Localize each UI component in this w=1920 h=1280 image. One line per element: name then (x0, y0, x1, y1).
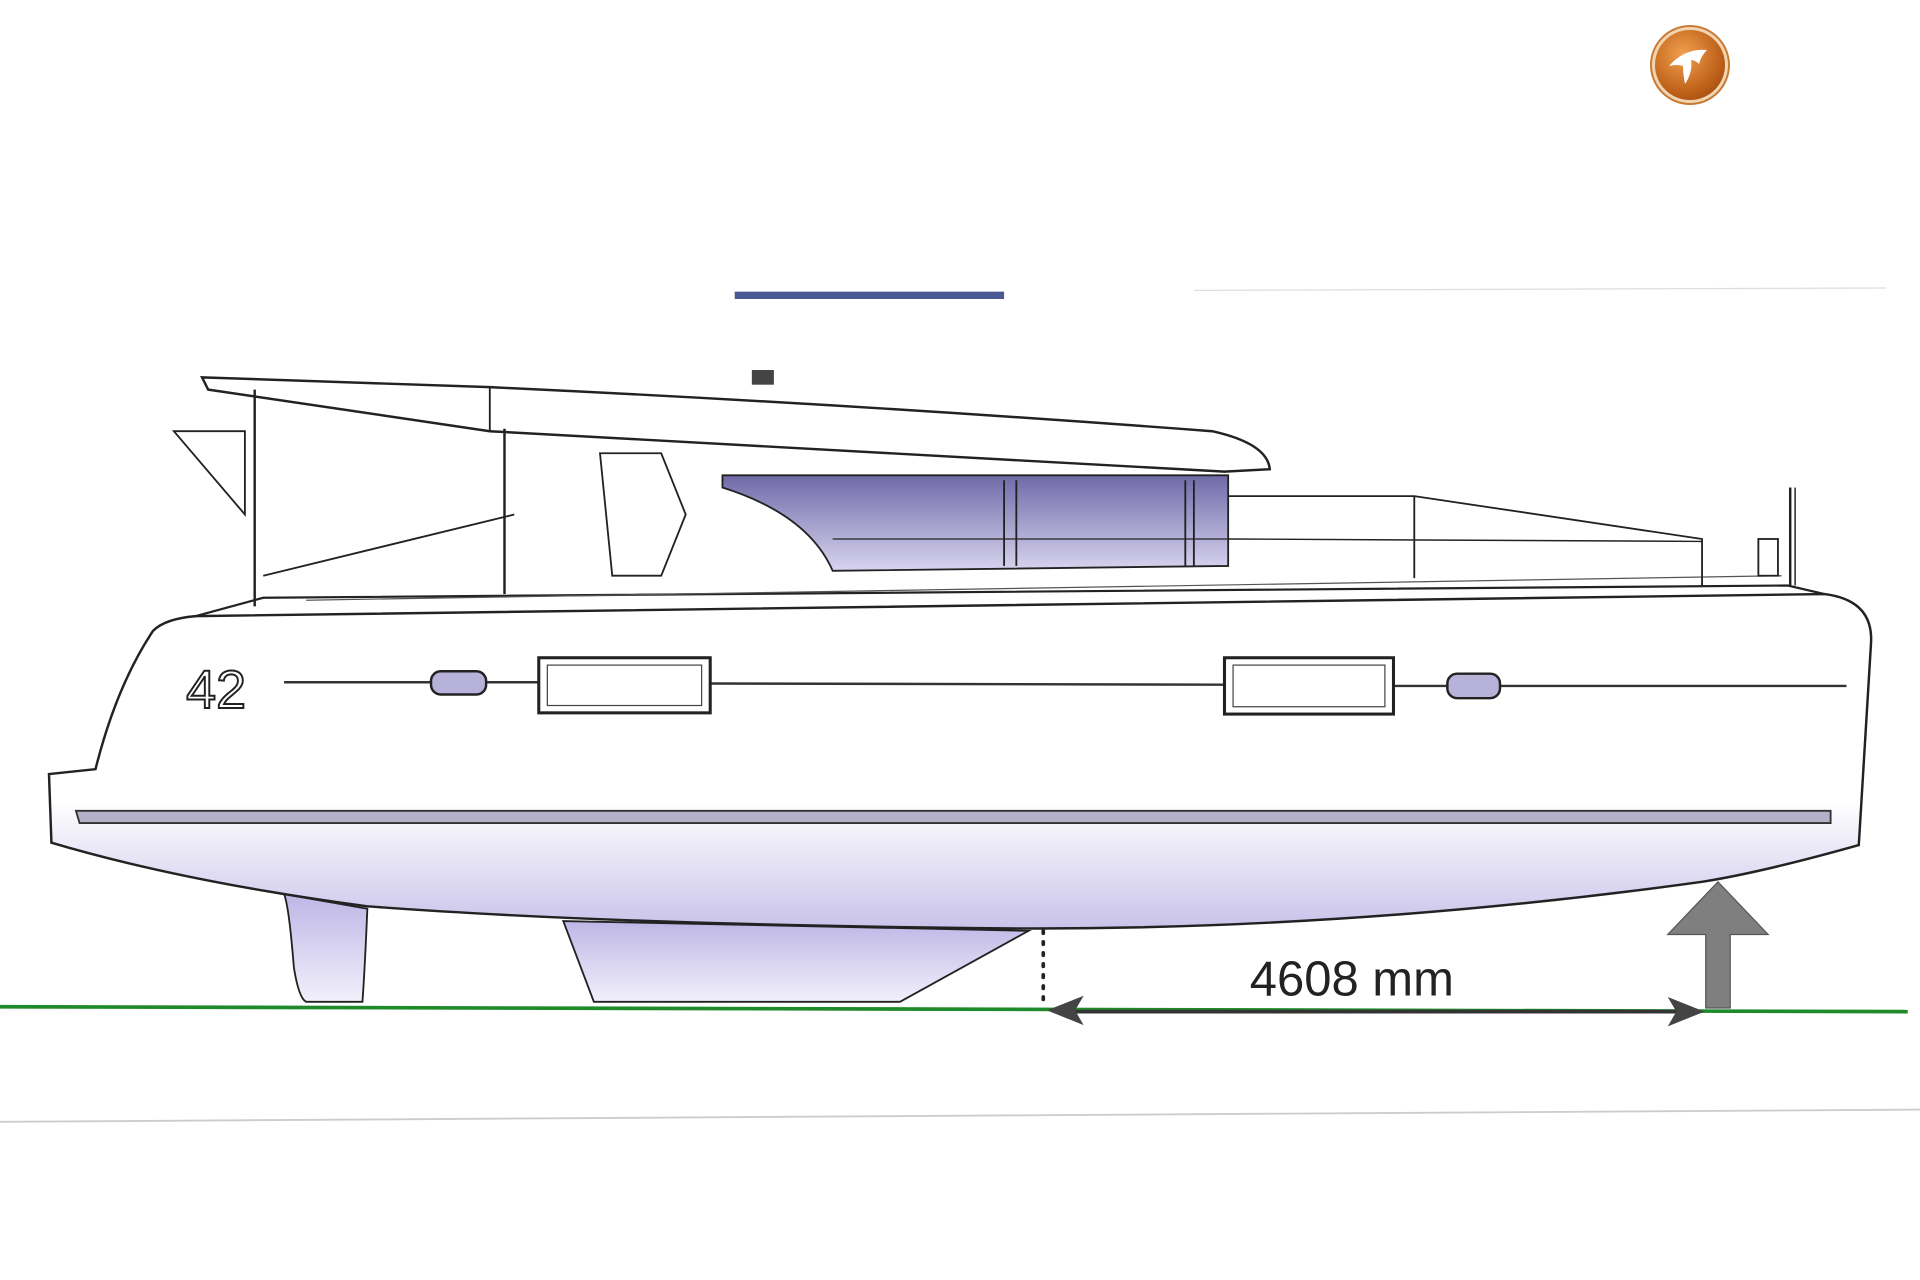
porthole-fwd (1446, 672, 1502, 700)
porthole-aft (429, 669, 488, 696)
bird-logo-icon (1669, 49, 1707, 84)
bow-rail (1228, 495, 1703, 586)
hatch (751, 370, 774, 385)
scan-line (1193, 287, 1886, 292)
hull-window-aft (537, 656, 712, 715)
keel (561, 920, 1033, 1003)
helm-station (598, 452, 687, 577)
rudder (282, 892, 369, 1003)
model-number: 42 (186, 660, 246, 720)
hardtop (200, 376, 1272, 473)
page-edge-line (0, 1108, 1920, 1123)
brand-logo (1655, 30, 1725, 100)
hull-stripe (74, 809, 1832, 824)
dimension-arrowhead-left (1046, 995, 1084, 1026)
davit (171, 430, 246, 517)
deck-line (195, 584, 1825, 618)
cut-off-heading (734, 291, 1005, 299)
hull-window-fwd (1222, 656, 1395, 716)
dimension-label: 4608 mm (1250, 953, 1454, 1007)
deckhouse-windows (721, 474, 1230, 572)
windlass (1757, 538, 1779, 577)
dimension-arrowhead-right (1667, 996, 1705, 1027)
up-arrow-icon (1666, 880, 1770, 1009)
hull (47, 592, 1873, 930)
